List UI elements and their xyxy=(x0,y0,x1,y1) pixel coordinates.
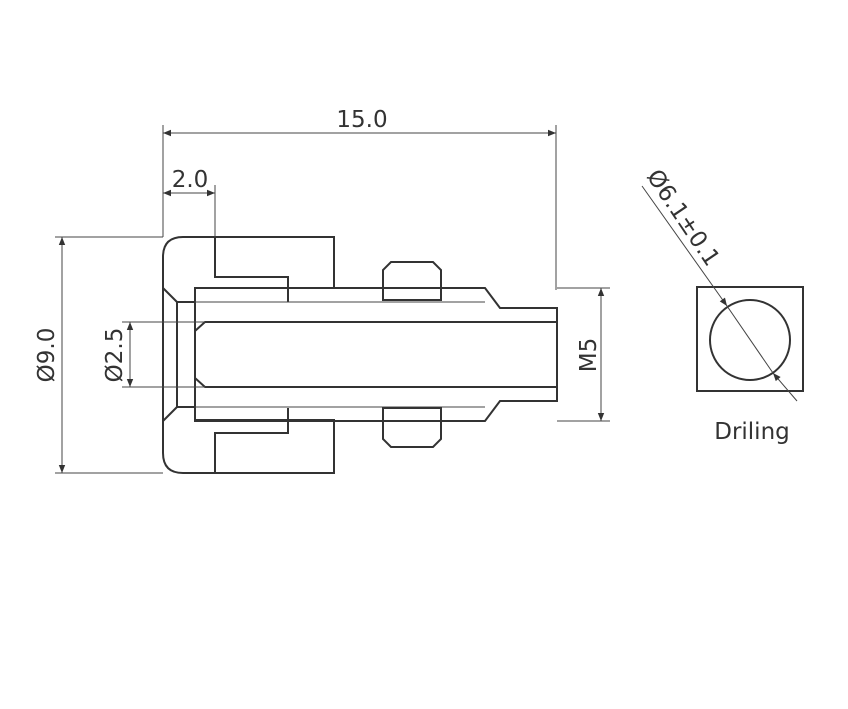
dim-bore-diameter: Ø2.5 xyxy=(102,328,128,383)
dim-drill-diameter: Ø6.1±0.1 xyxy=(641,165,724,271)
dim-outer-diameter: Ø9.0 xyxy=(34,328,60,383)
drill-circle xyxy=(709,299,791,381)
cap-section xyxy=(162,236,335,474)
nut-section xyxy=(382,261,442,448)
drilling-detail: Ø6.1±0.1 Driling xyxy=(641,165,804,445)
drill-square xyxy=(696,286,804,392)
dim-thread: M5 xyxy=(576,338,602,372)
dim-cap-depth: 2.0 xyxy=(172,167,209,193)
dimensions: 15.0 2.0 Ø9.0 Ø2.5 M5 xyxy=(34,107,610,474)
detail-label: Driling xyxy=(714,419,790,445)
tube-section xyxy=(194,287,558,422)
dim-overall-length: 15.0 xyxy=(336,107,387,133)
